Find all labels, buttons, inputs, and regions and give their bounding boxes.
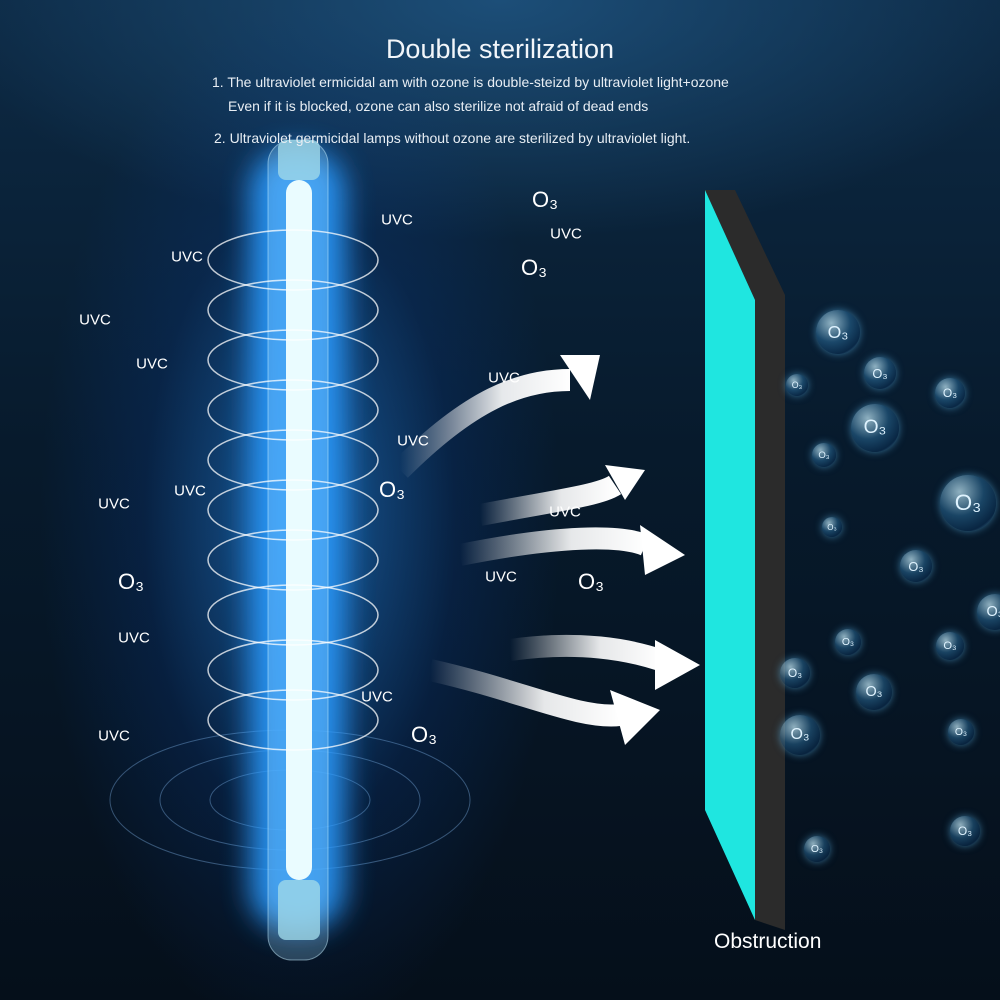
ozone-bubble: O₃ (864, 357, 896, 389)
uvc-label: UVC (485, 568, 517, 586)
uvc-label: UVC (118, 629, 150, 647)
ozone-bubble: O₃ (948, 719, 974, 745)
arrow-head (560, 355, 600, 400)
ozone-bubble: O₃ (786, 374, 808, 396)
arrow-body (427, 659, 622, 727)
uvc-label: UVC (171, 248, 203, 266)
arrow-body (477, 475, 622, 526)
ozone-bubble: O₃ (856, 674, 892, 710)
ozone-bubble: O₃ (851, 404, 899, 452)
ozone-bubble: O₃ (900, 550, 932, 582)
ozone-label: O₃ (378, 477, 406, 502)
uv-rings (207, 229, 379, 751)
uvc-label: UVC (488, 369, 520, 387)
ozone-bubble: O₃ (780, 658, 810, 688)
uv-ring (207, 429, 379, 491)
ozone-bubble: O₃ (812, 443, 836, 467)
uv-ring (207, 584, 379, 646)
uvc-label: UVC (361, 688, 393, 706)
uv-ring (207, 529, 379, 591)
uvc-label: UVC (98, 495, 130, 513)
uvc-label: UVC (98, 727, 130, 745)
ozone-bubble: O₃ (804, 836, 830, 862)
ozone-label: O₃ (531, 187, 559, 212)
uvc-label: UVC (174, 482, 206, 500)
ozone-bubble: O₃ (835, 629, 861, 655)
description-line-1: 1. The ultraviolet ermicidal am with ozo… (212, 74, 729, 90)
uv-ring (207, 479, 379, 541)
uv-ring (207, 279, 379, 341)
obstruction-panel-side (705, 190, 785, 930)
lamp-end-cap-top (278, 140, 320, 180)
ozone-bubble: O₃ (935, 378, 965, 408)
uv-ring (207, 639, 379, 701)
ozone-label: O₃ (577, 569, 605, 594)
ozone-bubble: O₃ (977, 594, 1000, 630)
ozone-label: O₃ (410, 722, 438, 747)
lamp-end-cap-bottom (278, 880, 320, 940)
arrow-head (655, 640, 700, 690)
description-line-2: Even if it is blocked, ozone can also st… (228, 98, 649, 114)
uv-ring (207, 329, 379, 391)
ozone-bubble: O₃ (822, 517, 842, 537)
ozone-bubble: O₃ (816, 310, 860, 354)
arrow-body (508, 634, 664, 671)
arrow-body (392, 369, 571, 478)
arrow-body (457, 527, 650, 566)
uvc-label: UVC (79, 311, 111, 329)
arrow-head (640, 525, 685, 575)
uv-ring (207, 379, 379, 441)
uvc-label: UVC (550, 225, 582, 243)
page-title: Double sterilization (385, 34, 615, 64)
uvc-label: UVC (136, 355, 168, 373)
arrow-head (605, 465, 645, 500)
ozone-label: O₃ (520, 255, 548, 280)
ozone-label: O₃ (117, 569, 145, 594)
ozone-bubble: O₃ (936, 632, 964, 660)
uvc-label: UVC (381, 211, 413, 229)
obstruction-label: Obstruction (714, 930, 822, 953)
uvc-label: UVC (549, 503, 581, 521)
uv-ring (207, 689, 379, 751)
airflow-arrows (392, 355, 700, 745)
ozone-bubble: O₃ (940, 475, 996, 531)
uv-ring (207, 229, 379, 291)
uvc-label: UVC (397, 432, 429, 450)
ozone-bubble: O₃ (780, 715, 820, 755)
description-line-3: 2. Ultraviolet germicidal lamps without … (214, 130, 691, 146)
obstruction-panel-face (705, 190, 755, 920)
arrow-head (610, 690, 660, 745)
ozone-bubble: O₃ (950, 816, 980, 846)
